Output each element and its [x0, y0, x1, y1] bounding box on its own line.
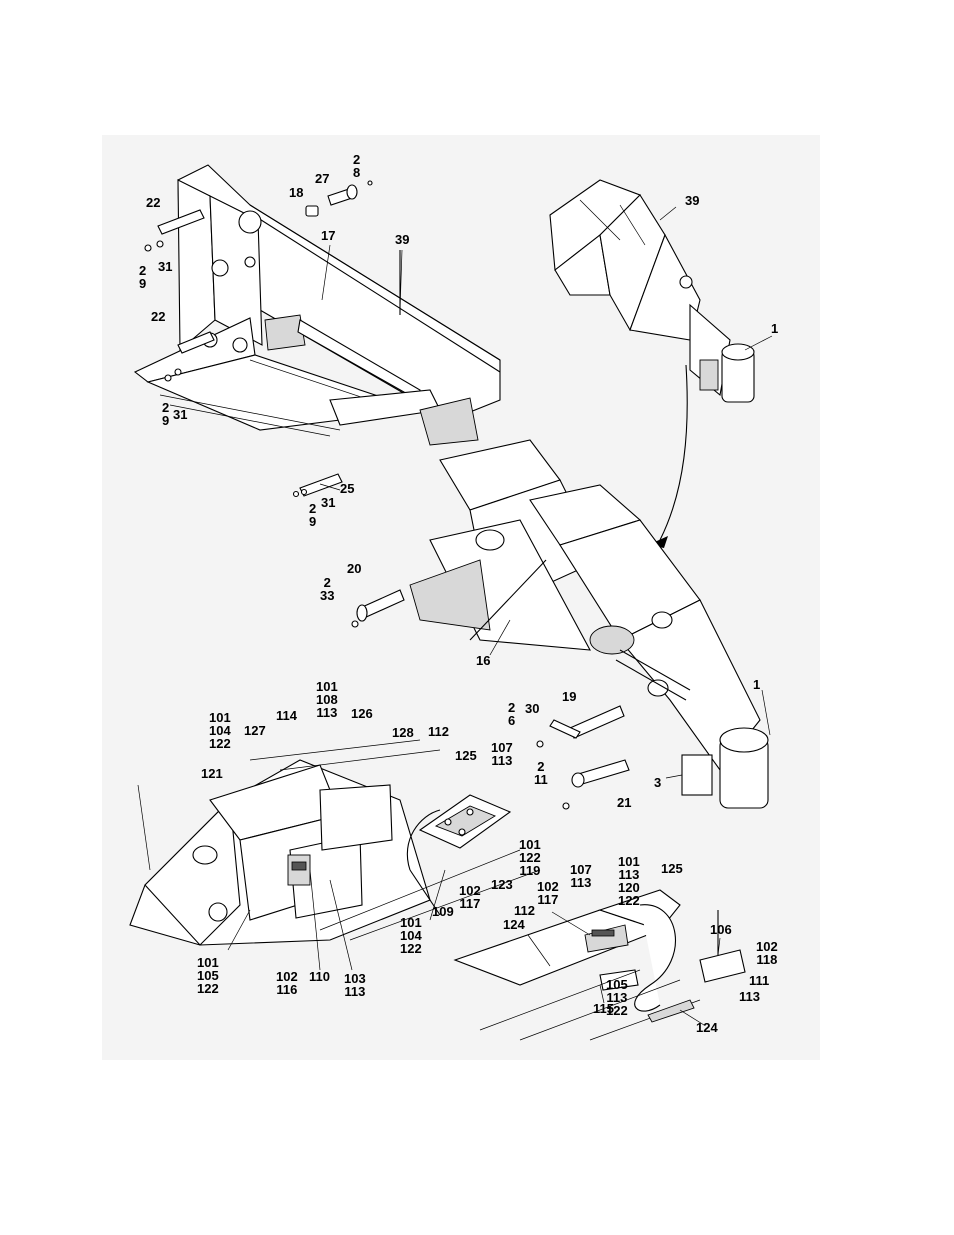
callout-label: 22	[151, 309, 166, 324]
callout-label: 128	[392, 725, 414, 740]
callout-label: 22	[146, 195, 161, 210]
callout-label: 102 117	[459, 883, 481, 911]
callout-label: 17	[321, 228, 336, 243]
callout-label: 110	[309, 969, 330, 984]
pad-bracket-assembly	[453, 889, 746, 1041]
callout-label: 101 104 122	[400, 915, 422, 956]
callout-label: 20	[347, 561, 362, 576]
detail-arrow	[648, 364, 688, 548]
callout-label: 102 116	[276, 969, 298, 997]
callout-label: 2 6	[508, 700, 516, 728]
callout-label: 115	[593, 1001, 614, 1016]
callout-label: 105 113 122	[606, 977, 628, 1018]
callout-label: 2 9	[162, 400, 170, 428]
callout-label: 102 117	[537, 879, 559, 907]
callout-label: 106	[710, 922, 732, 937]
boom-section-rollers	[129, 739, 541, 946]
callout-label: 101 108 113	[316, 679, 338, 720]
leader-lines	[137, 206, 773, 1026]
callout-label: 126	[351, 706, 373, 721]
callout-label: 111	[749, 973, 770, 988]
callout-label: 107 113	[491, 740, 513, 768]
callout-label: 103 113	[344, 971, 366, 999]
boom-base-assembly	[133, 164, 501, 446]
callout-label: 25	[340, 481, 355, 496]
callout-label: 101 113 120 122	[618, 854, 640, 908]
callout-label: 2 11	[534, 759, 548, 787]
callout-label: 127	[244, 723, 266, 738]
boom-tip-detail	[549, 179, 755, 403]
callout-label: 19	[562, 689, 577, 704]
callout-label: 18	[289, 185, 304, 200]
callout-label: 121	[201, 766, 223, 781]
callout-label: 21	[617, 795, 632, 810]
callout-label: 101 122 119	[519, 837, 541, 878]
callout-label: 107 113	[570, 862, 592, 890]
callout-label: 39	[395, 232, 410, 247]
callout-label: 112	[428, 724, 449, 739]
callout-label: 2 33	[320, 575, 335, 603]
callout-label: 31	[173, 407, 188, 422]
callout-label: 101 105 122	[197, 955, 219, 996]
boom-extension-assembly	[409, 439, 769, 809]
callout-label: 31	[321, 495, 336, 510]
callout-label: 124	[696, 1020, 718, 1035]
callout-label: 2 9	[309, 501, 317, 529]
callout-label: 123	[491, 877, 513, 892]
callout-label: 2 9	[139, 263, 147, 291]
callout-label: 2 8	[353, 152, 361, 180]
pins-and-clips-top	[144, 180, 373, 498]
callout-label: 16	[476, 653, 491, 668]
callout-label: 3	[654, 775, 662, 790]
callout-label: 112	[514, 903, 535, 918]
wear-pad-assembly	[406, 794, 512, 916]
callout-label: 27	[315, 171, 330, 186]
callout-label: 124	[503, 917, 525, 932]
callout-label: 1	[753, 677, 761, 692]
pins-and-clips-middle	[351, 589, 630, 810]
callout-label: 39	[685, 193, 700, 208]
callout-label: 125	[455, 748, 477, 763]
callout-label: 113	[739, 989, 760, 1004]
callout-label: 102 118	[756, 939, 778, 967]
callout-label: 109	[432, 904, 454, 919]
callout-label: 101 104 122	[209, 710, 231, 751]
callout-label: 114	[276, 708, 297, 723]
callout-label: 31	[158, 259, 173, 274]
callout-label: 1	[771, 321, 779, 336]
callout-label: 125	[661, 861, 683, 876]
callout-label: 30	[525, 701, 540, 716]
